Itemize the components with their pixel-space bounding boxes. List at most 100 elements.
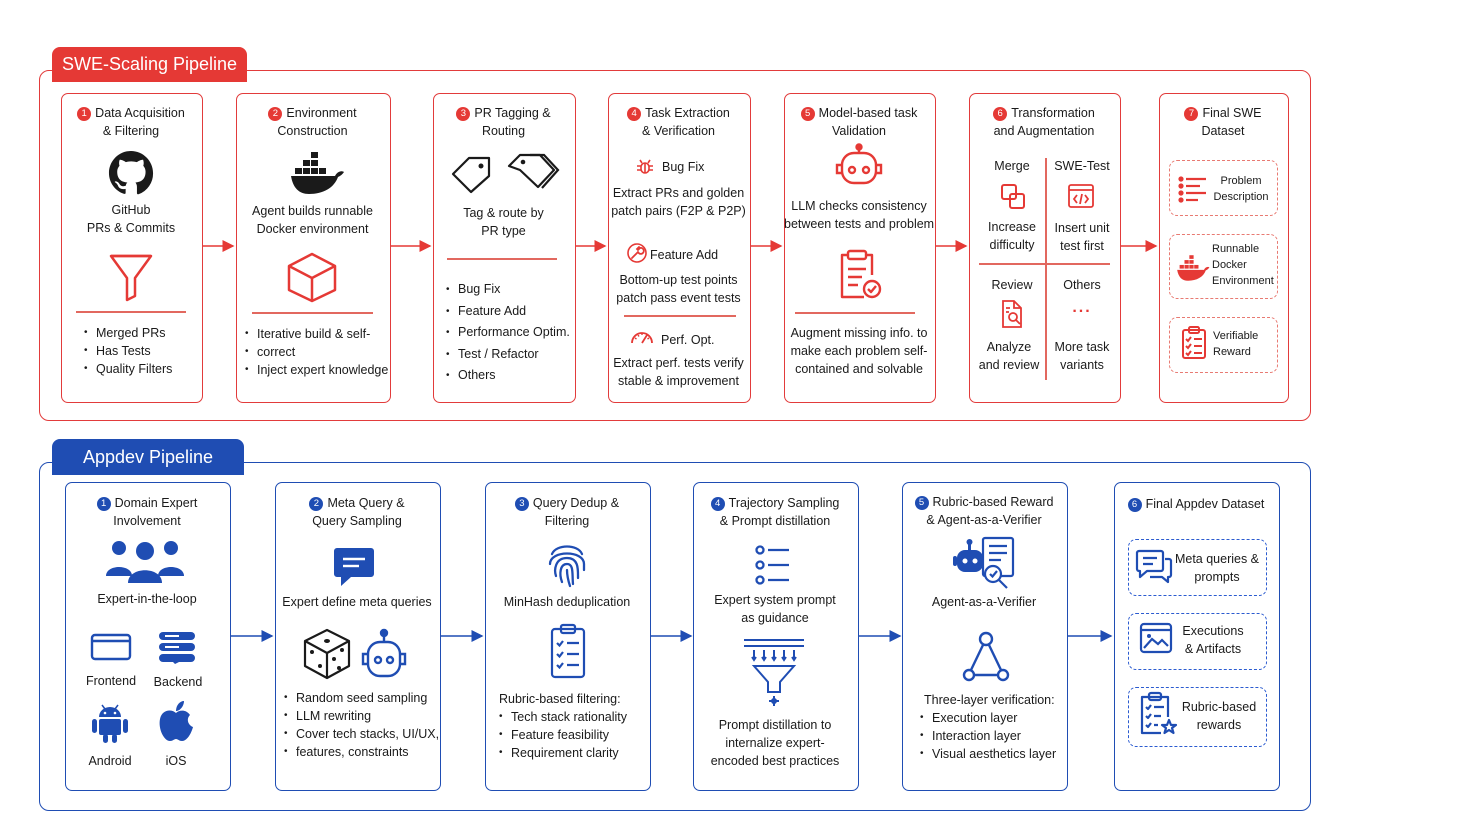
list-icon [1178,176,1206,203]
swe-stage-2-bullets: Iterative build & self- correct Inject e… [245,325,388,379]
fingerprint-icon [548,545,586,588]
swe-test-label: SWE-Test [1054,159,1110,173]
checklist-icon [1182,326,1206,359]
bullet: Inject expert knowledge [245,361,388,379]
bug-fix-label: Bug Fix [662,160,705,174]
app-stage-4 [693,482,859,791]
feature-add-label: Feature Add [650,248,719,262]
step-badge: 4 [627,107,642,121]
quadrant-horizontal-divider [979,263,1110,265]
bug-icon [637,159,653,174]
github-icon [108,150,154,195]
appdev-pipeline-frame [39,462,1311,811]
bullet: Cover tech stacks, UI/UX, [284,725,439,743]
swe-pipeline-frame [39,70,1311,421]
step-badge: 6 [1127,498,1142,512]
dice-icon [303,628,351,680]
swe-pipeline-title: SWE-Scaling Pipeline [52,47,247,82]
divider [624,315,736,317]
frontend-label: Frontend [85,674,137,688]
others-dots: ... [1072,299,1092,316]
android-label: Android [88,754,132,768]
step-badge: 5 [800,107,815,121]
step-badge: 2 [268,107,283,121]
app-stage-2-bullets: Random seed sampling LLM rewriting Cover… [284,689,439,761]
tag-icon [451,156,491,194]
divider [795,312,915,314]
speedometer-icon [631,332,653,344]
bullet: Merged PRs [84,324,172,342]
code-window-icon [1068,184,1094,208]
merge-label: Merge [994,159,1030,173]
clipboard-check-icon [840,249,882,299]
image-window-icon [1139,622,1173,654]
bullet: Others [446,365,570,387]
perf-opt-label: Perf. Opt. [661,333,715,347]
app-stage-3-desc: MinHash deduplication [503,595,631,609]
bullet: Feature feasibility [499,726,627,744]
distillation-funnel-icon [744,639,804,706]
checklist-icon [550,623,586,679]
app-stage-2-desc: Expert define meta queries [282,595,432,609]
swe-stage-4 [608,93,751,403]
wrench-icon [627,243,647,263]
bullet: Execution layer [920,709,1056,727]
divider [252,312,373,314]
backend-label: Backend [153,675,203,689]
robot-icon [835,143,883,185]
dataset-item-meta-queries-label: Meta queries &prompts [1174,552,1260,584]
robot-verifier-icon [953,536,1015,589]
three-layer-title: Three-layer verification: [924,693,1055,707]
apple-icon [159,701,193,741]
dataset-item-reward [1169,317,1278,373]
step-badge: 3 [514,497,529,511]
step-badge: 4 [710,497,725,511]
tags-icon [507,153,560,189]
bullet: Bug Fix [446,279,570,301]
others-label: Others [1063,278,1101,292]
agent-verifier-label: Agent-as-a-Verifier [931,595,1037,609]
filter-funnel-icon [109,254,153,302]
dataset-item-executions-label: Executions& Artifacts [1182,624,1244,656]
dataset-item-problem [1169,160,1278,216]
step-badge: 1 [96,497,111,511]
review-label: Review [991,278,1033,292]
bullet: Tech stack rationality [499,708,627,726]
divider [76,311,186,313]
step-badge: 1 [77,107,92,121]
merge-icon [1001,184,1025,209]
app-stage-5-bullets: Execution layer Interaction layer Visual… [920,709,1056,763]
robot-icon [361,628,407,678]
dataset-item-executions [1128,613,1267,670]
triangle-network-icon [962,631,1010,682]
bullet: Has Tests [84,342,172,360]
ios-label: iOS [165,754,187,768]
bullet: Iterative build & self- [245,325,388,343]
bullet: Performance Optim. [446,322,570,344]
bullet: Visual aesthetics layer [920,745,1056,763]
dataset-item-meta-queries [1128,539,1267,596]
clipboard-star-icon [1140,691,1178,735]
